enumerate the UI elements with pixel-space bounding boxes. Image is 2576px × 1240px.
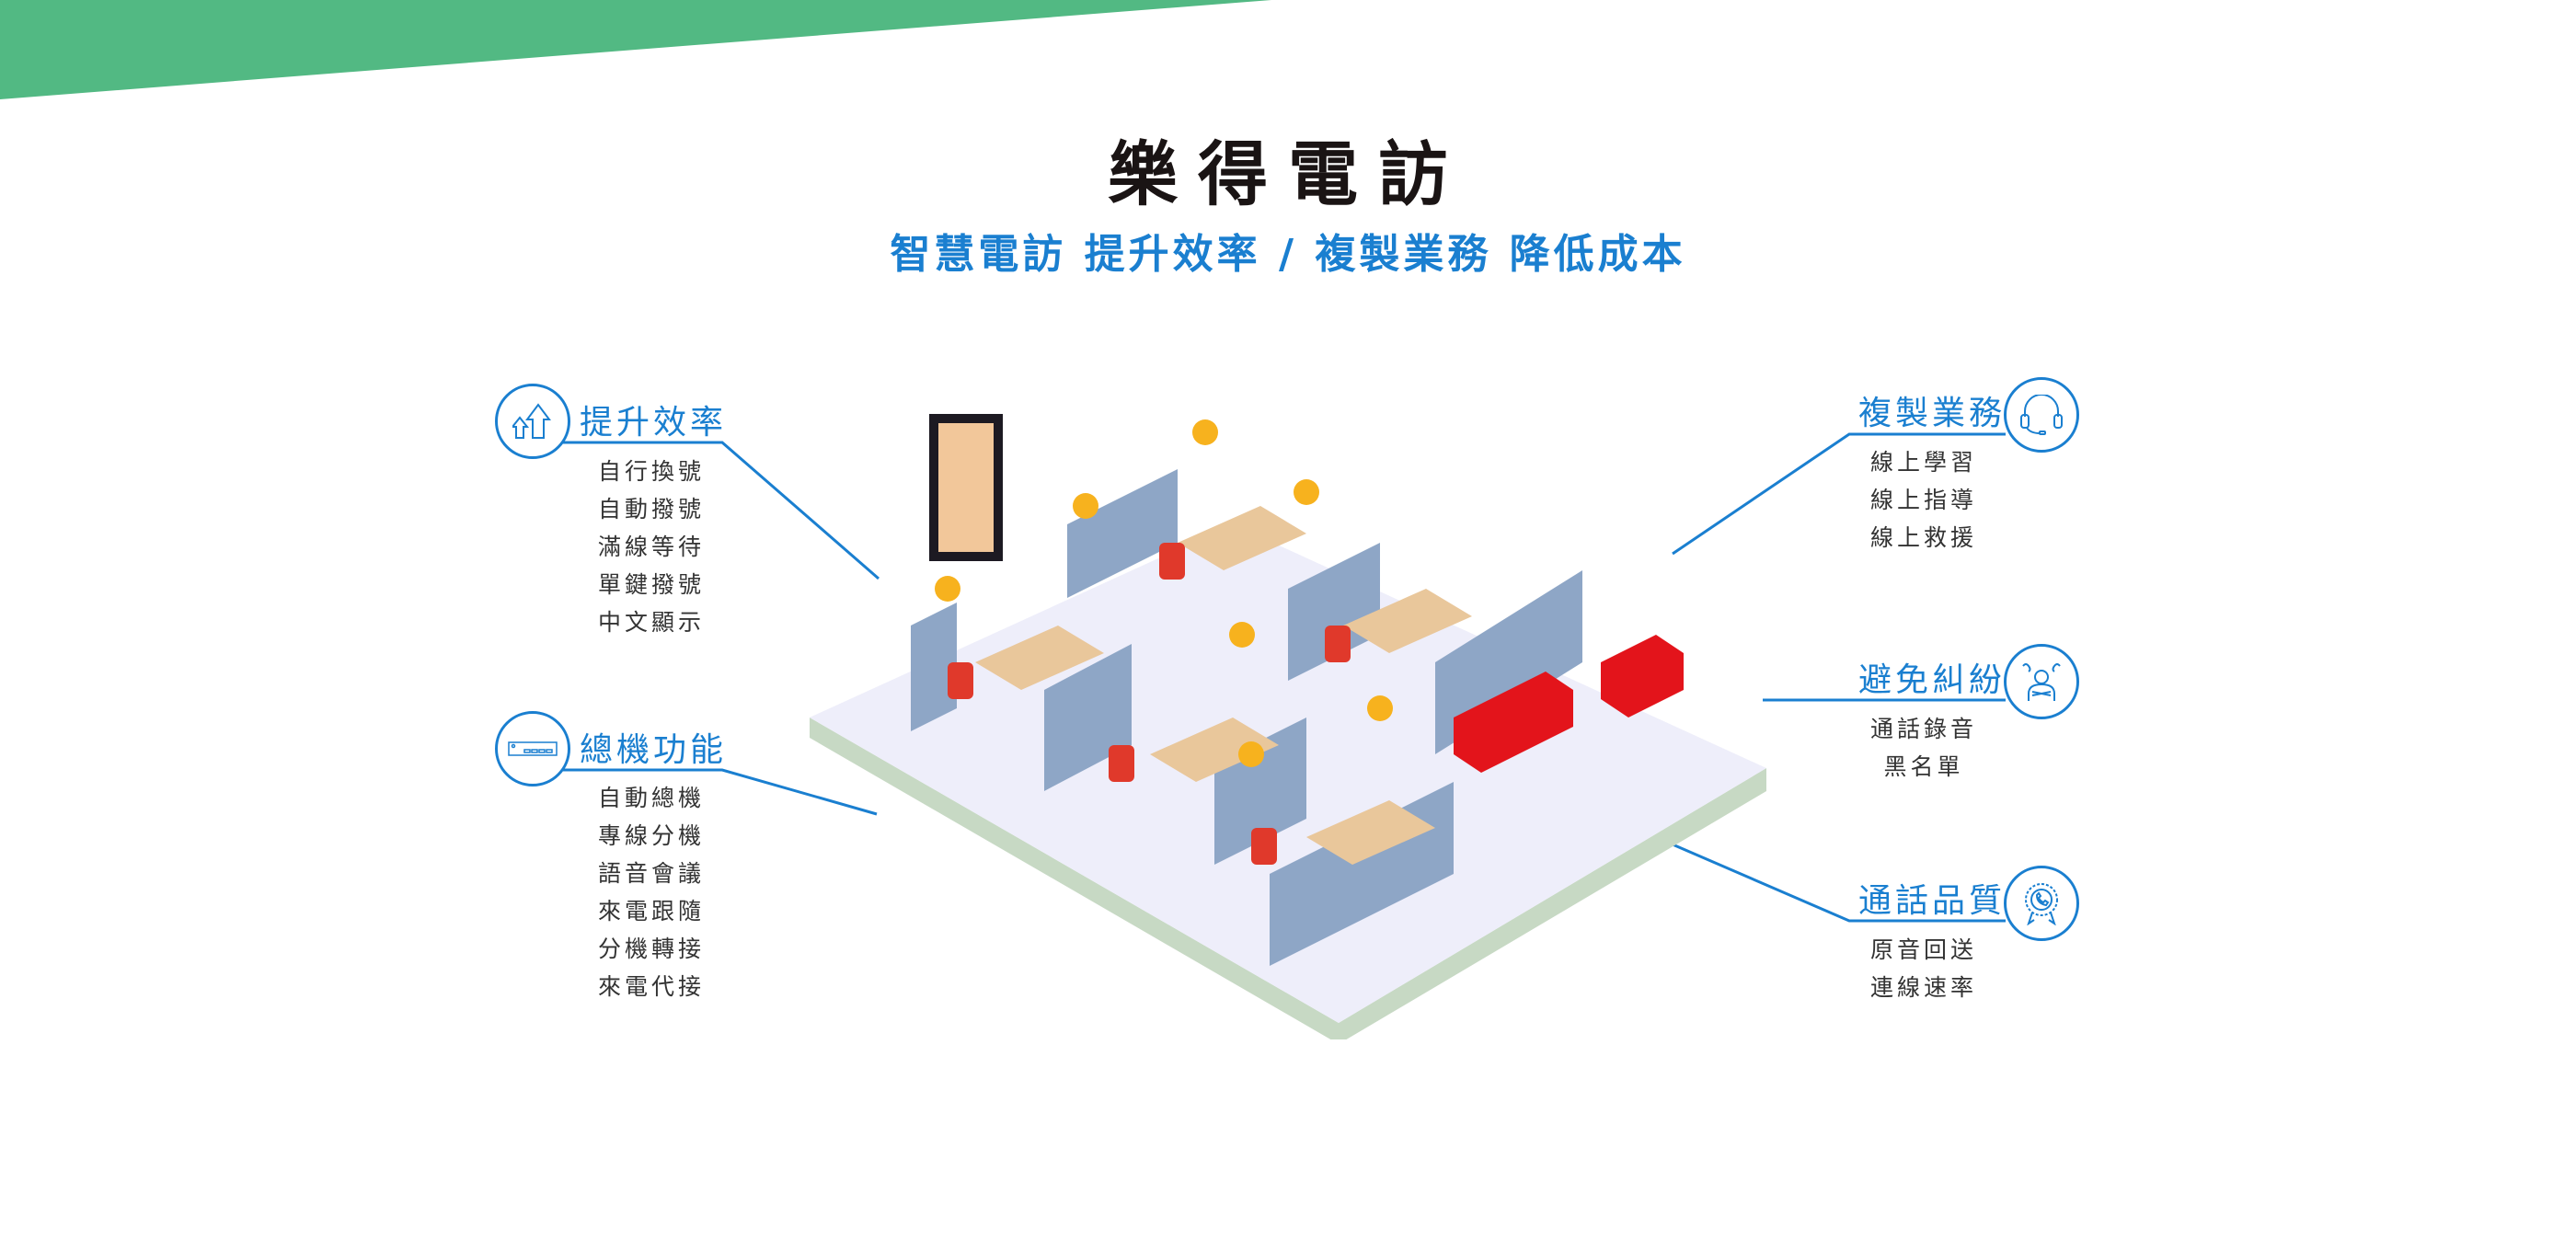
efficiency-icon-circle: [495, 384, 570, 459]
list-item: 單鍵撥號: [598, 571, 706, 598]
pbx-device-icon: [508, 741, 558, 756]
list-item: 自動撥號: [598, 496, 706, 522]
list-item: 線上救援: [1869, 524, 1977, 551]
feature-title-dispute: 避免糾紛: [1858, 661, 2007, 699]
list-item: 自行換號: [598, 458, 706, 485]
list-item: 通話錄音: [1869, 716, 1977, 742]
list-item: 自動總機: [598, 785, 706, 811]
list-item: 語音會議: [598, 860, 706, 887]
feature-list-quality: 原音回送 連線速率: [1832, 931, 2016, 1006]
list-item: 黑名單: [1883, 753, 1964, 780]
list-item: 分機轉接: [598, 936, 706, 962]
list-item: 原音回送: [1869, 936, 1977, 963]
list-item: 滿線等待: [598, 534, 706, 560]
feature-list-dispute: 通話錄音 黑名單: [1832, 710, 2016, 786]
list-item: 來電代接: [598, 973, 706, 1000]
green-banner: [0, 0, 1271, 99]
desks: [975, 506, 1472, 865]
office-illustration: [810, 414, 1766, 1039]
list-item: 連線速率: [1869, 974, 1977, 1001]
list-item: 專線分機: [598, 822, 706, 849]
pbx-icon-circle: [495, 711, 570, 786]
page-title: 樂得電訪: [1108, 133, 1468, 215]
list-item: 線上學習: [1869, 449, 1977, 476]
chairs: [948, 543, 1351, 865]
sofas: [1454, 635, 1684, 773]
list-item: 來電跟隨: [598, 898, 706, 924]
feature-title-replicate: 複製業務: [1858, 395, 2007, 432]
page-subtitle: 智慧電訪 提升效率 / 複製業務 降低成本: [890, 231, 1686, 278]
phone-badge-icon: [2025, 883, 2058, 925]
dispute-icon-circle: [2004, 644, 2079, 719]
headset-icon: [2020, 395, 2063, 435]
arrows-up-icon: [512, 403, 551, 439]
feature-list-efficiency: 自行換號 自動撥號 滿線等待 單鍵撥號 中文顯示: [598, 453, 705, 641]
feature-list-pbx: 自動總機 專線分機 語音會議 來電跟隨 分機轉接 來電代接: [598, 779, 705, 1005]
list-item: 線上指導: [1869, 487, 1977, 513]
headset-icon-circle: [2004, 377, 2079, 453]
feature-title-pbx: 總機功能: [580, 731, 728, 769]
feature-title-quality: 通話品質: [1858, 882, 2007, 920]
angry-person-icon: [2022, 663, 2061, 701]
feature-title-efficiency: 提升效率: [580, 404, 728, 442]
quality-icon-circle: [2004, 866, 2079, 941]
list-item: 中文顯示: [598, 609, 706, 636]
feature-list-replicate: 線上學習 線上指導 線上救援: [1832, 443, 2016, 557]
speech-bubbles: [935, 419, 1393, 767]
